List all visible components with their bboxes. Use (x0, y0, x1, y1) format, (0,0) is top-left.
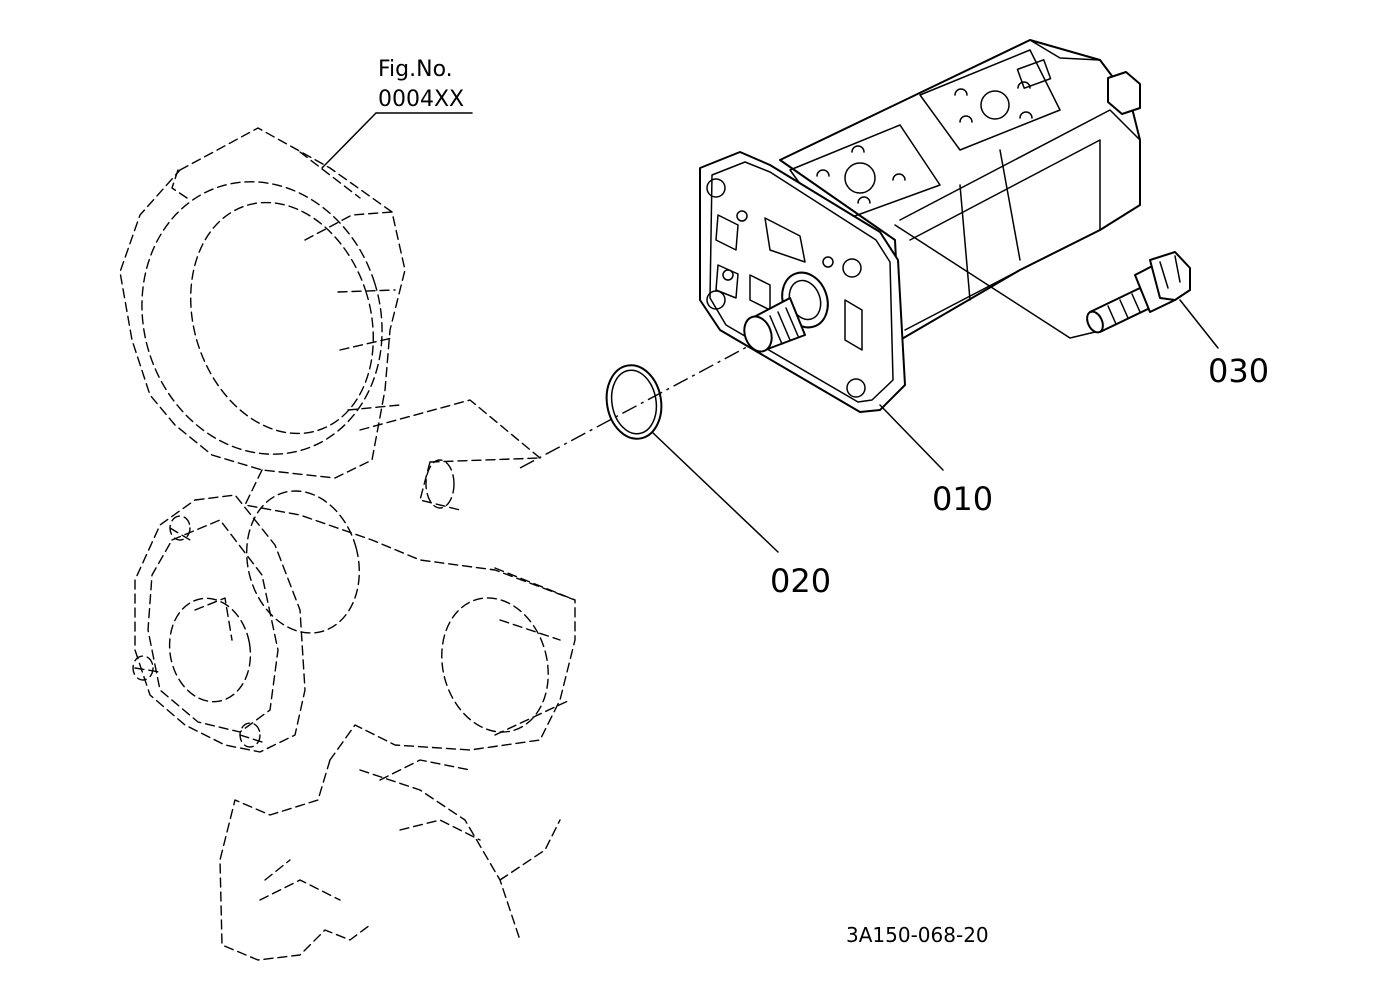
callout-030-leader (1179, 299, 1219, 349)
shaft-centerline (519, 339, 761, 469)
engine-housing-phantom-icon (119, 127, 576, 961)
fitting-leader (894, 224, 1096, 339)
figure-ref-line2: 0004XX (378, 87, 464, 112)
callout-010[interactable]: 010 (879, 404, 993, 518)
part-number-010: 010 (932, 480, 993, 518)
hydraulic-pump-icon[interactable] (699, 39, 1141, 413)
callout-010-leader (879, 404, 944, 471)
part-number-020: 020 (770, 562, 831, 600)
callout-020[interactable]: 020 (651, 431, 831, 600)
figure-ref-line1: Fig.No. (378, 57, 453, 82)
part-number-030: 030 (1208, 352, 1269, 390)
hose-fitting-icon[interactable] (1084, 251, 1191, 335)
o-ring-icon[interactable] (601, 361, 667, 443)
figure-reference[interactable]: Fig.No. 0004XX (321, 57, 473, 169)
figure-ref-leader (321, 112, 377, 169)
drawing-code: 3A150-068-20 (846, 923, 989, 947)
callout-030[interactable]: 030 (1179, 299, 1269, 390)
callout-020-leader (651, 431, 779, 553)
